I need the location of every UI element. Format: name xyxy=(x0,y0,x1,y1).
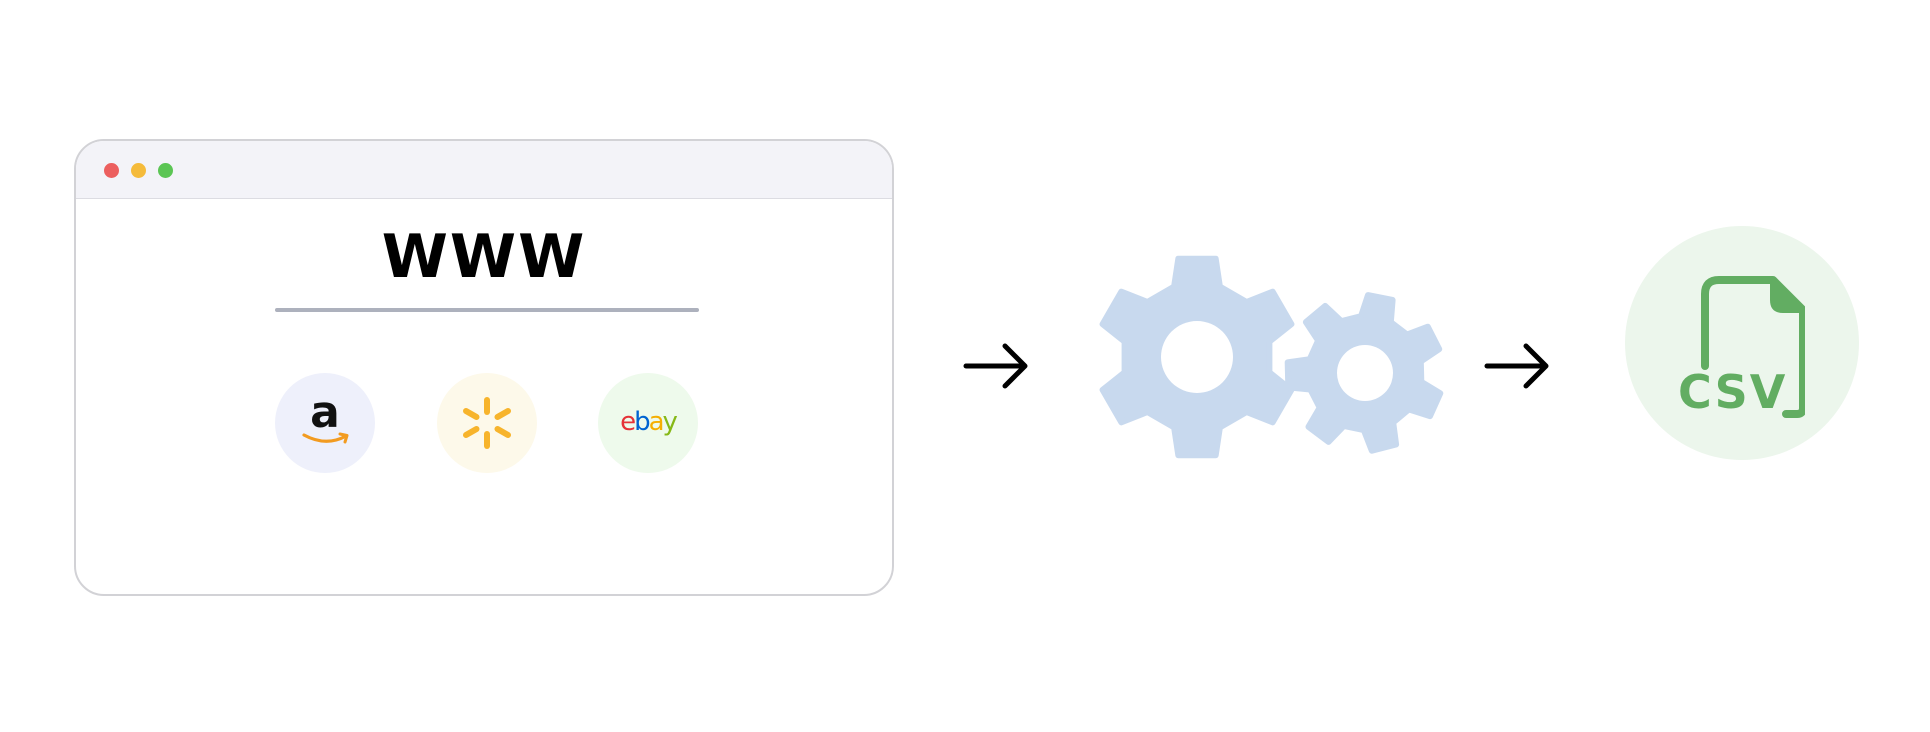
amazon-logo-letter: a xyxy=(310,387,340,438)
browser-window: WWW a ebay xyxy=(74,139,894,596)
ebay-letter-e: e xyxy=(620,407,636,437)
ebay-logo: ebay xyxy=(598,409,698,435)
ebay-letter-a: a xyxy=(648,407,665,437)
address-underline xyxy=(275,308,699,312)
walmart-logo-circle xyxy=(437,373,537,473)
walmart-spark-icon xyxy=(463,397,511,449)
csv-file-icon xyxy=(1701,276,1805,418)
csv-output-circle xyxy=(1625,226,1859,460)
large-gear-icon xyxy=(1099,255,1295,459)
ebay-logo-circle: ebay xyxy=(598,373,698,473)
window-close-dot xyxy=(104,163,119,178)
window-maximize-dot xyxy=(158,163,173,178)
csv-label: CSV xyxy=(1678,365,1788,419)
gears-icon xyxy=(1099,255,1444,459)
amazon-smile-icon xyxy=(302,432,349,444)
ebay-letter-y: y xyxy=(662,407,678,437)
arrow-right-icon xyxy=(963,343,1028,389)
browser-titlebar xyxy=(76,141,892,199)
amazon-logo-circle: a xyxy=(275,373,375,473)
window-minimize-dot xyxy=(131,163,146,178)
address-text: WWW xyxy=(381,222,587,292)
arrow-right-icon xyxy=(1484,343,1549,389)
gear-hole xyxy=(1161,321,1233,393)
small-gear-icon xyxy=(1284,292,1444,454)
gear-hole xyxy=(1337,345,1393,401)
ebay-letter-b: b xyxy=(634,407,650,437)
